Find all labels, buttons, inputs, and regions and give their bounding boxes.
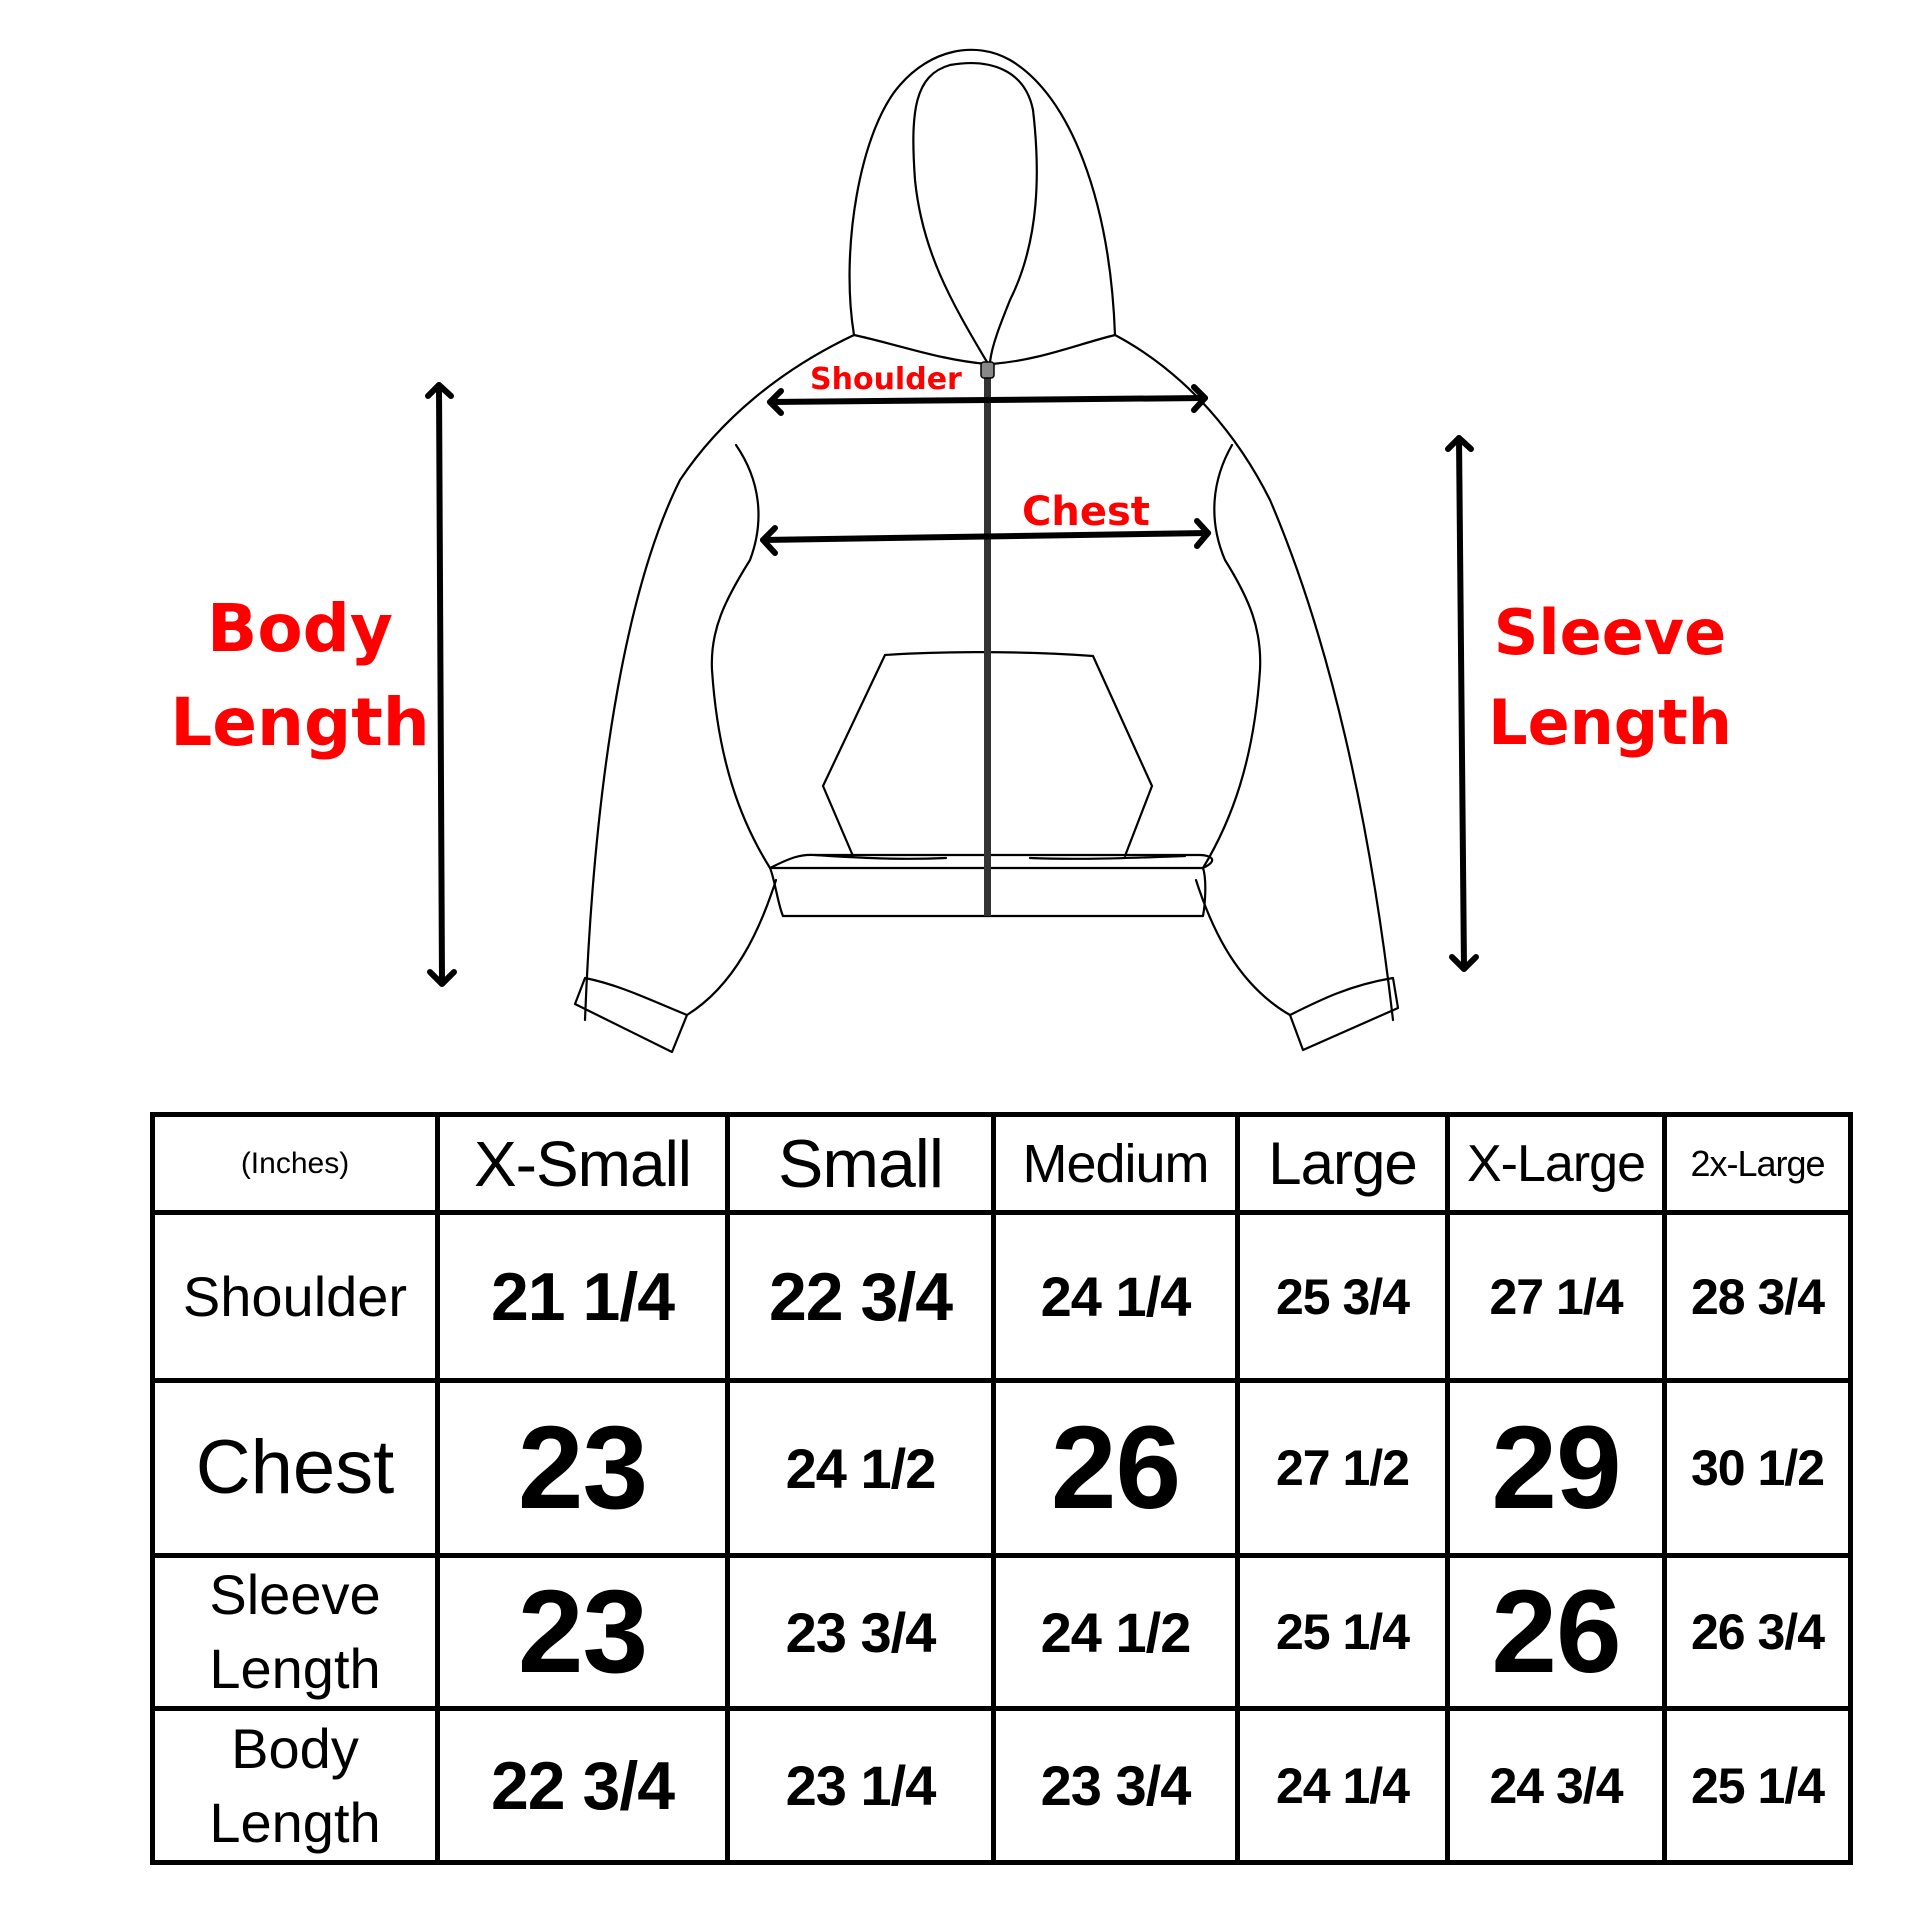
cell-body-large: 24 1/4 <box>1235 1706 1450 1865</box>
left-body-side <box>710 443 772 870</box>
shoulder-label: Shoulder <box>810 362 962 397</box>
sleeve-length-label: Sleeve Length <box>1470 588 1750 768</box>
row-label-sleeve-line1: Sleeve <box>209 1563 381 1626</box>
cell-chest-large: 27 1/2 <box>1235 1378 1450 1558</box>
chest-label: Chest <box>1022 489 1150 535</box>
units-label: (Inches) <box>150 1112 440 1215</box>
yoke-right <box>990 333 1117 366</box>
cell-body-xsmall: 22 3/4 <box>435 1706 730 1865</box>
cell-sleeve-2xlarge: 26 3/4 <box>1662 1553 1853 1711</box>
size-header-small: Small <box>725 1112 996 1215</box>
size-header-2xlarge: 2x-Large <box>1662 1112 1853 1215</box>
table-row-sleeve-length: Sleeve Length 23 23 3/4 24 1/2 25 1/4 26… <box>150 1553 1853 1711</box>
cell-sleeve-medium: 24 1/2 <box>991 1553 1240 1711</box>
header-row: (Inches) X-Small Small Medium Large X-La… <box>150 1112 1853 1215</box>
body-length-label-line2: Length <box>170 684 430 761</box>
cell-shoulder-medium: 24 1/4 <box>991 1210 1240 1383</box>
body-length-label: Body Length <box>150 582 450 770</box>
hoodie-diagram <box>425 48 1479 1054</box>
row-label-body-length: Body Length <box>150 1706 440 1865</box>
left-sleeve-outer <box>583 333 856 1022</box>
zipper <box>980 361 995 916</box>
right-cuff <box>1288 976 1400 1052</box>
row-label-body-line2: Length <box>209 1790 381 1854</box>
row-label-sleeve-length: Sleeve Length <box>150 1553 440 1711</box>
left-lower-sleeve <box>685 878 778 1017</box>
kangaroo-pocket <box>821 651 1154 858</box>
cell-body-small: 23 1/4 <box>725 1706 996 1865</box>
cell-chest-2xlarge: 30 1/2 <box>1662 1378 1853 1558</box>
cell-shoulder-large: 25 3/4 <box>1235 1210 1450 1383</box>
size-chart-table: (Inches) X-Small Small Medium Large X-La… <box>150 1112 1853 1865</box>
row-label-sleeve-line2: Length <box>209 1637 381 1700</box>
cell-sleeve-small: 23 3/4 <box>725 1553 996 1711</box>
row-label-body-line1: Body <box>231 1716 359 1780</box>
right-body-side <box>1201 443 1262 870</box>
cell-chest-medium: 26 <box>991 1378 1240 1558</box>
cell-body-2xlarge: 25 1/4 <box>1662 1706 1853 1865</box>
hood-outer <box>848 48 1117 337</box>
cell-shoulder-small: 22 3/4 <box>725 1210 996 1383</box>
cell-shoulder-2xlarge: 28 3/4 <box>1662 1210 1853 1383</box>
right-lower-sleeve <box>1194 878 1292 1017</box>
size-header-xsmall: X-Small <box>435 1112 730 1215</box>
table-row-chest: Chest 23 24 1/2 26 27 1/2 29 30 1/2 <box>150 1378 1853 1558</box>
cell-shoulder-xsmall: 21 1/4 <box>435 1210 730 1383</box>
cell-body-xlarge: 24 3/4 <box>1445 1706 1667 1865</box>
table-row-shoulder: Shoulder 21 1/4 22 3/4 24 1/4 25 3/4 27 … <box>150 1210 1853 1383</box>
cell-shoulder-xlarge: 27 1/4 <box>1445 1210 1667 1383</box>
row-label-shoulder: Shoulder <box>150 1210 440 1383</box>
cell-sleeve-xlarge: 26 <box>1445 1553 1667 1711</box>
body-length-label-line1: Body <box>207 590 393 667</box>
hood-inner <box>912 62 1038 364</box>
right-sleeve-outer <box>1113 333 1395 1022</box>
left-cuff <box>573 976 689 1054</box>
cell-sleeve-xsmall: 23 <box>435 1553 730 1711</box>
cell-chest-small: 24 1/2 <box>725 1378 996 1558</box>
table-row-body-length: Body Length 22 3/4 23 1/4 23 3/4 24 1/4 … <box>150 1706 1853 1865</box>
size-header-xlarge: X-Large <box>1445 1112 1667 1215</box>
row-label-chest: Chest <box>150 1378 440 1558</box>
shoulder-arrow <box>767 384 1208 416</box>
sleeve-length-arrow <box>1445 435 1479 972</box>
cell-chest-xsmall: 23 <box>435 1378 730 1558</box>
cell-sleeve-large: 25 1/4 <box>1235 1553 1450 1711</box>
sleeve-length-label-line2: Length <box>1488 686 1732 759</box>
sleeve-length-label-line1: Sleeve <box>1493 596 1727 669</box>
chest-arrow <box>760 518 1211 556</box>
size-header-medium: Medium <box>991 1112 1240 1215</box>
yoke-left <box>852 333 989 366</box>
cell-body-medium: 23 3/4 <box>991 1706 1240 1865</box>
cell-chest-xlarge: 29 <box>1445 1378 1667 1558</box>
size-header-large: Large <box>1235 1112 1450 1215</box>
waistband <box>768 853 1214 870</box>
body-length-arrow <box>425 382 457 987</box>
